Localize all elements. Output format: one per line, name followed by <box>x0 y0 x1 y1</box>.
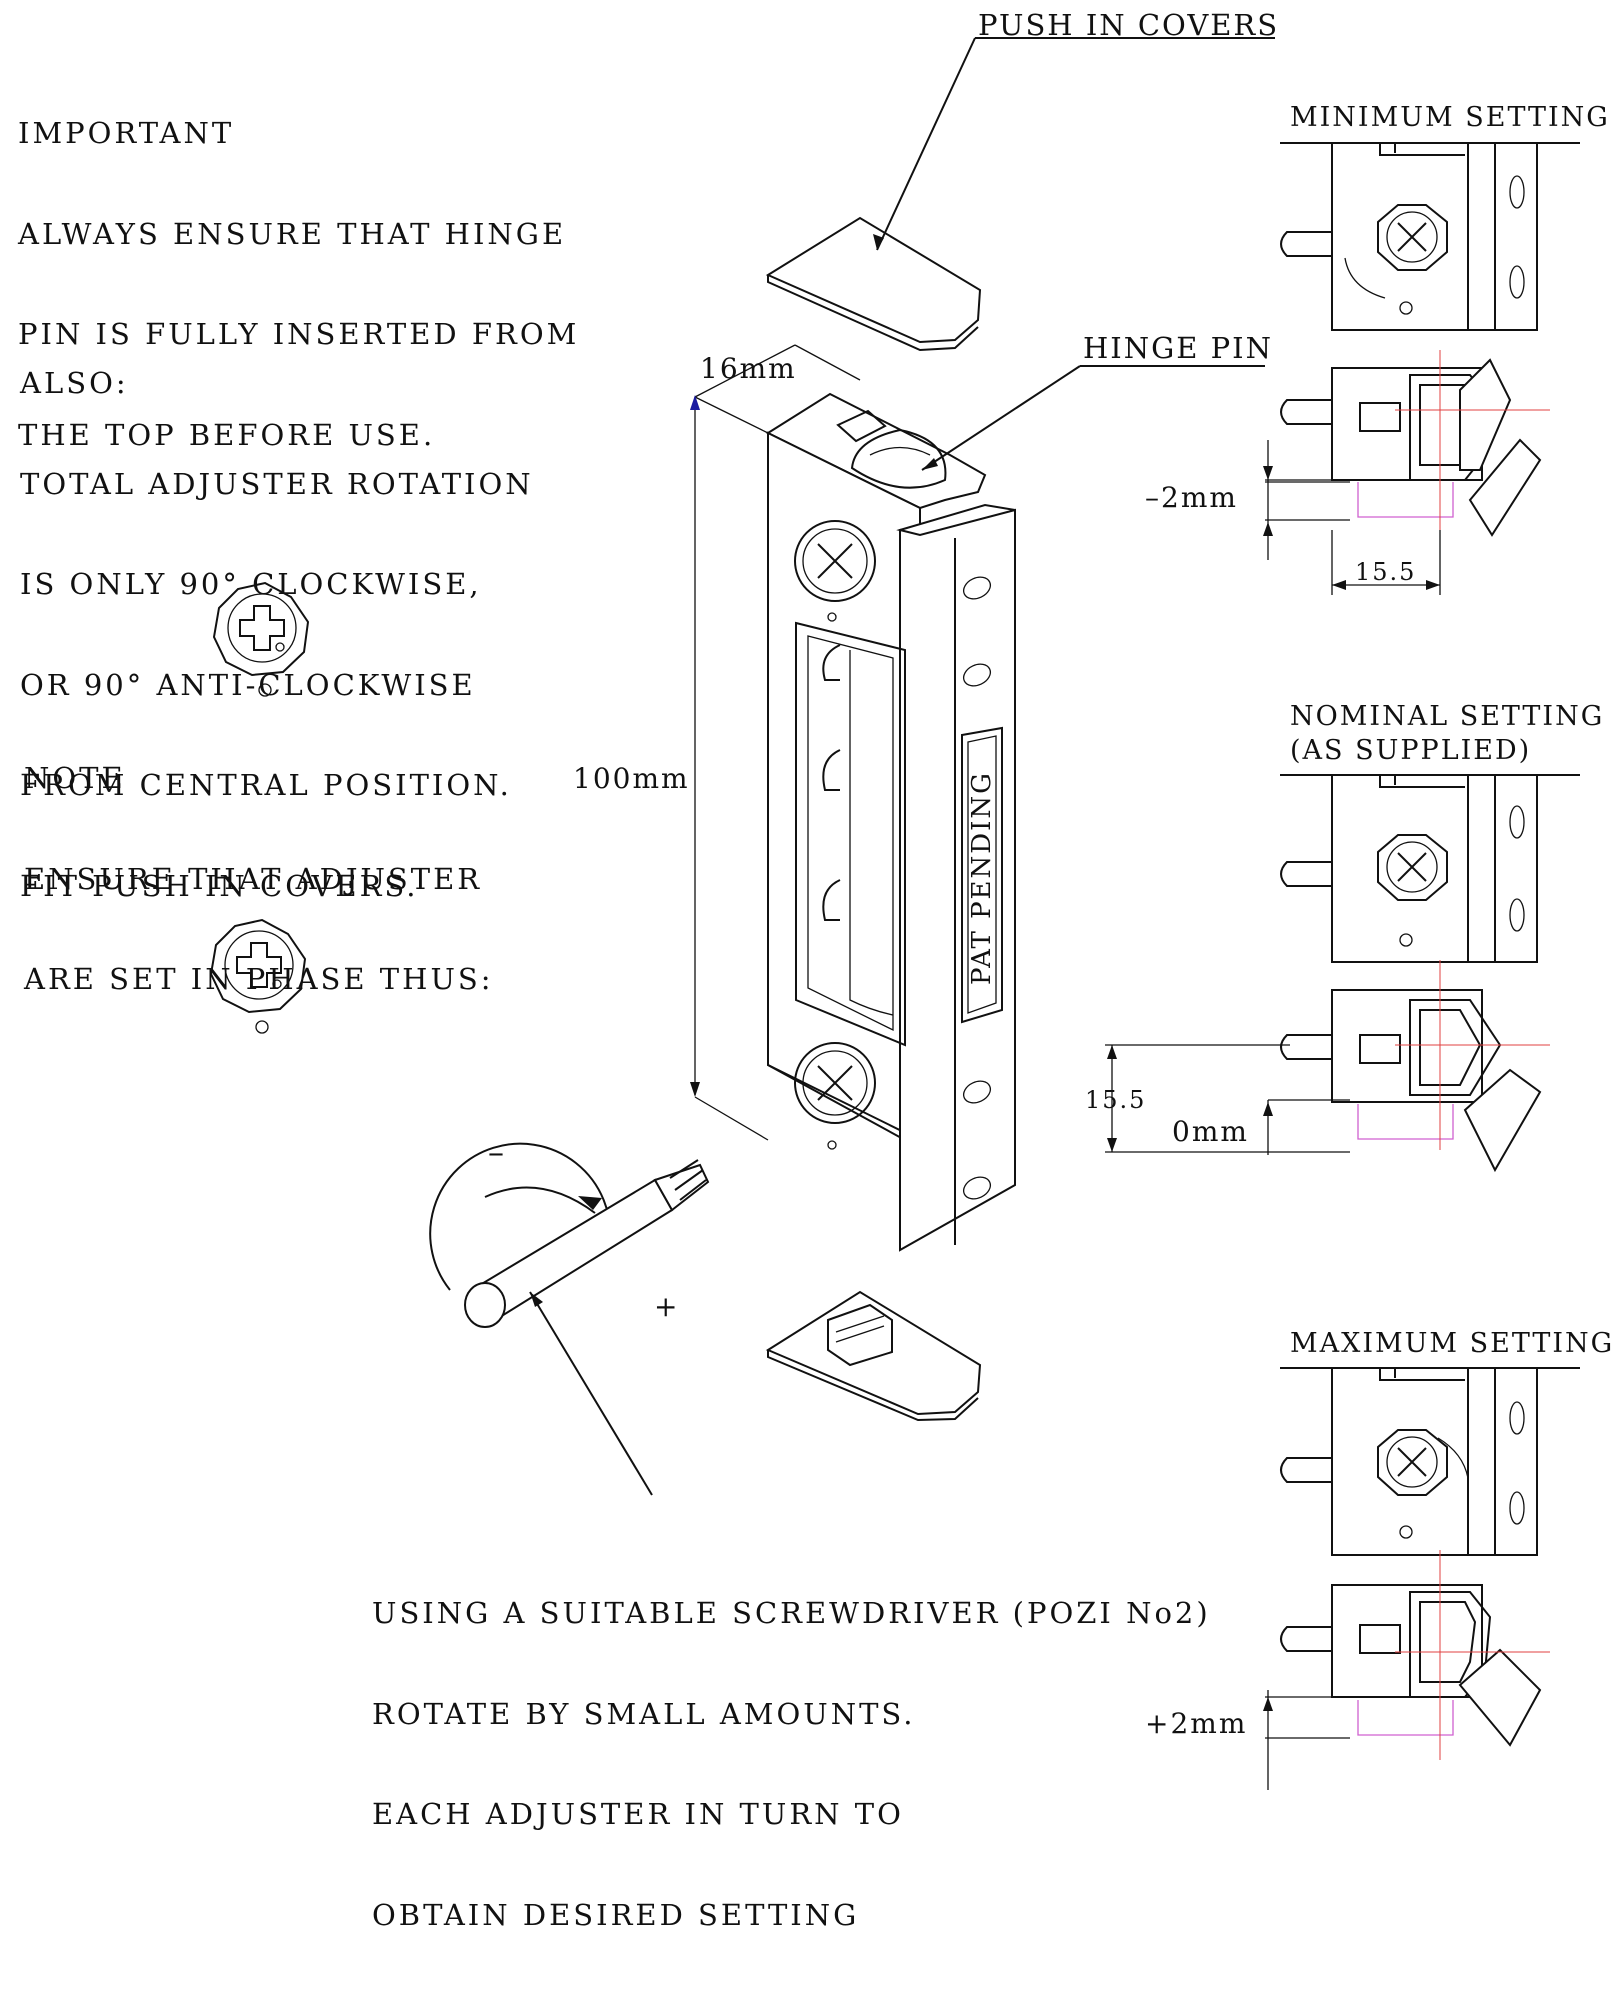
push-in-covers-label: PUSH IN COVERS <box>978 8 1279 42</box>
nominal-dimension-label: 15.5 <box>1085 1086 1146 1114</box>
important-note-line: THE TOP BEFORE USE. <box>18 417 436 452</box>
also-note-line: ALSO: <box>20 366 129 400</box>
important-note-line: IMPORTANT <box>18 116 235 150</box>
adjuster-phase-icon-bottom <box>209 918 307 1034</box>
width-dimension-label: 16mm <box>700 352 797 385</box>
nominal-setting-view <box>1280 774 1550 1173</box>
technical-drawing: PUSH IN COVERS PAT PENDING <box>209 8 1614 1790</box>
phase-note: NOTE ENSURE THAT ADJUSTER ARE SET IN PHA… <box>24 695 494 1064</box>
also-note: ALSO: TOTAL ADJUSTER ROTATION IS ONLY 90… <box>20 300 534 970</box>
also-note-line: TOTAL ADJUSTER ROTATION <box>20 466 534 501</box>
hinge-pin-label: HINGE PIN <box>1083 331 1273 365</box>
maximum-setting-view <box>1280 1367 1550 1760</box>
minimum-setting-view <box>1280 142 1550 540</box>
adjuster-phase-icon-top <box>212 581 310 697</box>
rotation-plus-label: + <box>654 1290 679 1323</box>
minimum-offset-label: –2mm <box>1145 481 1238 514</box>
important-note-line: ALWAYS ENSURE THAT HINGE <box>18 216 567 251</box>
hinge-body: PAT PENDING <box>765 392 1016 1252</box>
push-in-cover-top <box>765 216 982 352</box>
hinge-screw-top-icon <box>794 520 876 622</box>
leader-line <box>529 1291 653 1496</box>
important-note: IMPORTANT ALWAYS ENSURE THAT HINGE PIN I… <box>18 50 579 519</box>
screwdriver-note-line: USING A SUITABLE SCREWDRIVER (POZI No2) <box>372 1596 1211 1630</box>
important-note-line: PIN IS FULLY INSERTED FROM <box>18 317 580 351</box>
minimum-dimension-label: 15.5 <box>1355 558 1416 586</box>
screwdriver-note-line: EACH ADJUSTER IN TURN TO <box>372 1797 904 1831</box>
maximum-offset-label: +2mm <box>1145 1707 1247 1740</box>
screwdriver-icon <box>429 1142 710 1496</box>
also-note-line: FROM CENTRAL POSITION. <box>20 768 512 802</box>
nominal-offset-label: 0mm <box>1172 1115 1249 1148</box>
phase-note-line: NOTE <box>24 761 126 795</box>
leader-line <box>876 37 976 251</box>
hinge-screw-bottom-icon <box>794 1042 876 1150</box>
maximum-setting-title: MAXIMUM SETTING <box>1290 1328 1614 1359</box>
blank-panel <box>290 1090 370 1348</box>
hinge-adjustment-drawing: IMPORTANT ALWAYS ENSURE THAT HINGE PIN I… <box>18 8 1614 1931</box>
screwdriver-note-line: OBTAIN DESIRED SETTING <box>372 1897 860 1932</box>
leader-line <box>921 365 1081 471</box>
nominal-setting-subtitle: (AS SUPPLIED) <box>1290 735 1531 766</box>
also-note-line: OR 90° ANTI-CLOCKWISE <box>20 667 476 702</box>
height-dimension-label: 100mm <box>573 762 690 795</box>
phase-note-line: ARE SET IN PHASE THUS: <box>24 962 494 996</box>
screwdriver-note-line: ROTATE BY SMALL AMOUNTS. <box>372 1696 916 1731</box>
rotation-minus-label: – <box>488 1133 506 1171</box>
push-in-cover-bottom <box>765 1290 982 1422</box>
phase-note-line: ENSURE THAT ADJUSTER <box>24 861 483 896</box>
nominal-setting-title: NOMINAL SETTING <box>1290 701 1604 732</box>
also-note-line: IS ONLY 90° CLOCKWISE, <box>20 567 482 601</box>
minimum-setting-title: MINIMUM SETTING <box>1290 102 1610 133</box>
also-note-line: FIT PUSH IN COVERS. <box>20 868 419 903</box>
pat-pending-label: PAT PENDING <box>967 771 997 985</box>
